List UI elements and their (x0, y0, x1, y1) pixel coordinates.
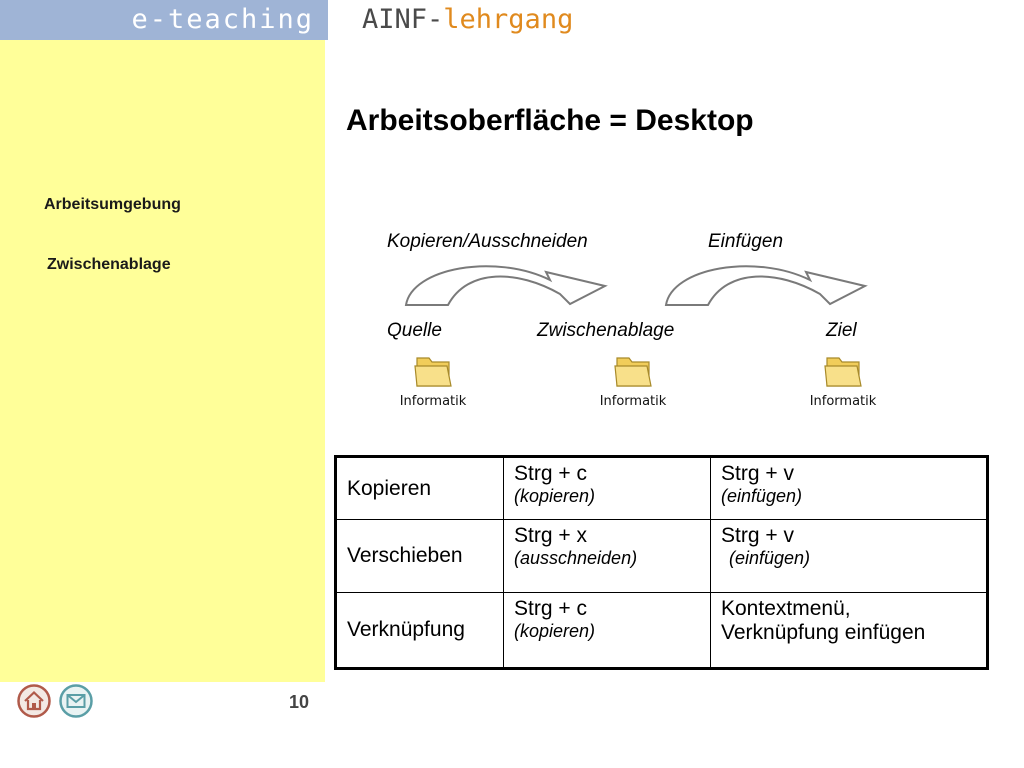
shortcut-note: (ausschneiden) (514, 548, 638, 568)
label-clipboard: Zwischenablage (537, 320, 675, 341)
label-copy-cut: Kopieren/Ausschneiden (387, 231, 588, 252)
sidebar-item-zwischenablage[interactable]: Zwischenablage (47, 256, 171, 273)
shortcut-note: (einfügen) (729, 548, 811, 568)
shortcut-key: Strg + v (721, 462, 794, 485)
transfer-arrows (404, 265, 868, 306)
table-cell-shortcut: Strg + v (einfügen) (710, 519, 988, 593)
table-cell-action: Verknüpfung (335, 592, 504, 669)
shortcut-key: Strg + c (514, 462, 587, 485)
folder-name: Informatik (599, 394, 667, 409)
course-logo-prefix: AINF- (362, 4, 444, 35)
folder-name: Informatik (809, 394, 877, 409)
table-cell-shortcut: Kontextmenü, Verknüpfung einfügen (710, 592, 988, 669)
folder-name: Informatik (399, 394, 467, 409)
table-cell-action: Verschieben (335, 519, 504, 593)
table-cell-shortcut: Strg + x (ausschneiden) (503, 519, 711, 593)
shortcut-table: Kopieren Strg + c (kopieren) Strg + v (e… (334, 455, 989, 670)
table-cell-action: Kopieren (335, 456, 504, 520)
folder-icon (614, 357, 652, 387)
brand-logo: e-teaching (131, 4, 314, 35)
arrow-paste-icon (664, 265, 868, 306)
shortcut-key: Strg + v (721, 524, 794, 547)
table-row: Verschieben Strg + x (ausschneiden) Strg… (335, 519, 988, 593)
mail-button[interactable] (58, 683, 94, 724)
table-row: Verknüpfung Strg + c (kopieren) Kontextm… (335, 592, 988, 669)
sidebar (0, 40, 325, 682)
home-button[interactable] (16, 683, 52, 724)
shortcut-note: (einfügen) (721, 486, 803, 506)
folder-source[interactable]: Informatik (388, 352, 478, 409)
shortcut-key: Strg + x (514, 524, 587, 547)
arrow-copy-icon (404, 265, 608, 306)
shortcut-note: (kopieren) (514, 486, 596, 506)
table-row: Kopieren Strg + c (kopieren) Strg + v (e… (335, 456, 988, 520)
brand-bar: e-teaching (0, 0, 328, 40)
label-target: Ziel (826, 320, 857, 341)
home-icon (17, 684, 51, 718)
folder-target[interactable]: Informatik (798, 352, 888, 409)
label-paste: Einfügen (708, 231, 784, 252)
folder-icon (414, 357, 452, 387)
page-title: Arbeitsoberfläche = Desktop (346, 104, 754, 137)
folder-clipboard[interactable]: Informatik (588, 352, 678, 409)
mail-icon (59, 684, 93, 718)
shortcut-text: Verknüpfung einfügen (721, 621, 926, 644)
folder-icon (824, 357, 862, 387)
shortcut-text: Kontextmenü, (721, 597, 851, 620)
course-logo-suffix: lehrgang (443, 4, 574, 35)
table-cell-shortcut: Strg + c (kopieren) (503, 456, 711, 520)
label-source: Quelle (387, 320, 442, 341)
shortcut-key: Strg + c (514, 597, 587, 620)
table-cell-shortcut: Strg + v (einfügen) (710, 456, 988, 520)
shortcut-note: (kopieren) (514, 621, 596, 641)
sidebar-item-arbeitsumgebung[interactable]: Arbeitsumgebung (44, 196, 181, 213)
table-cell-shortcut: Strg + c (kopieren) (503, 592, 711, 669)
course-logo: AINF-lehrgang (362, 4, 573, 35)
page-number: 10 (289, 692, 310, 712)
